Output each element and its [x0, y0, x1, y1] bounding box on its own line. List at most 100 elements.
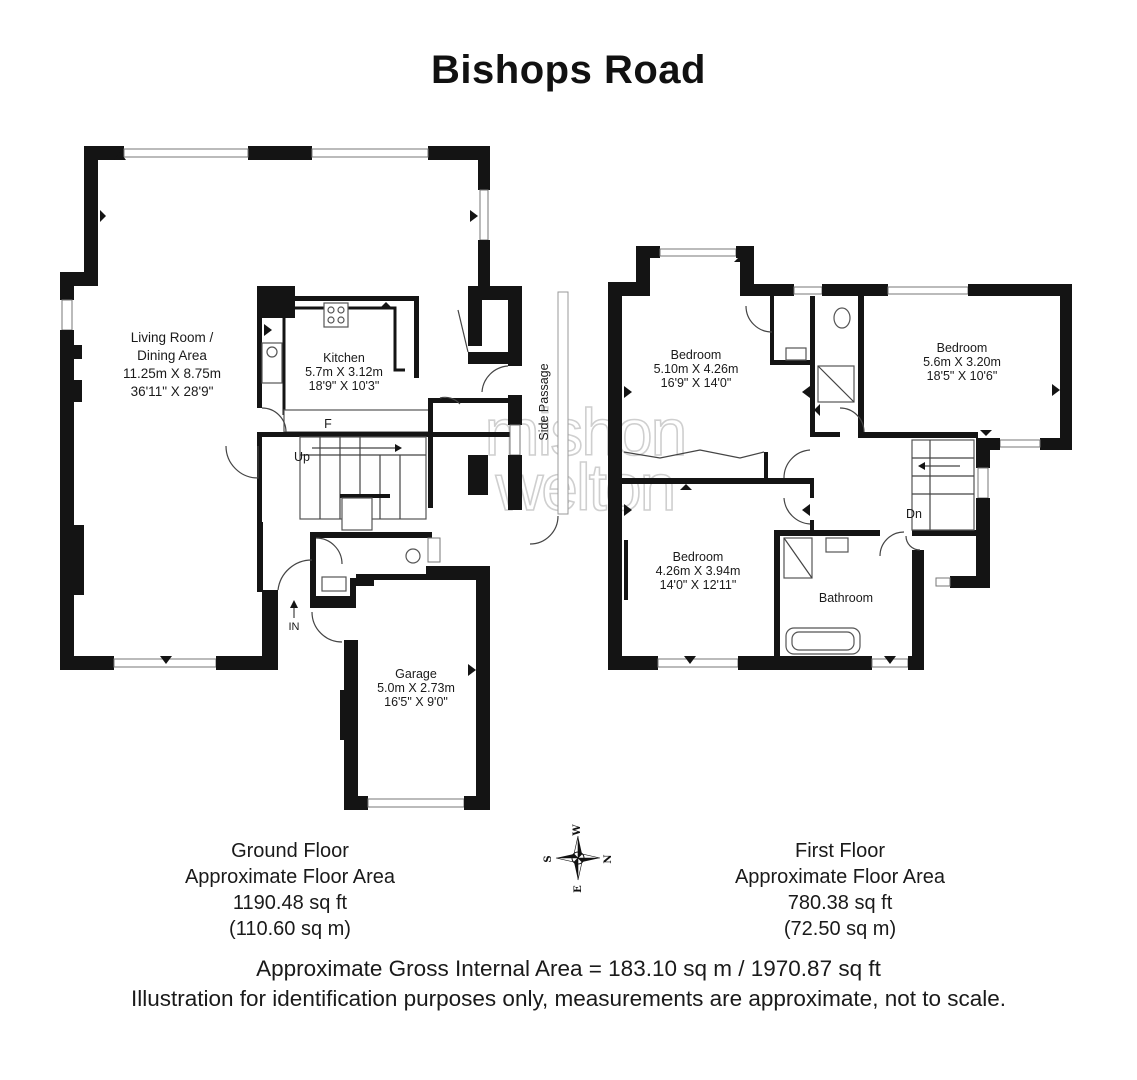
wall: [740, 284, 794, 296]
gross-area: Approximate Gross Internal Area = 183.10…: [256, 956, 881, 981]
wall: [468, 352, 522, 364]
wall: [257, 286, 295, 318]
bedroom1-door[interactable]: [783, 449, 811, 479]
wall: [468, 286, 482, 346]
page-title: Bishops Road: [431, 48, 706, 92]
wall: [476, 566, 490, 810]
wall: [310, 532, 432, 538]
wall: [912, 530, 978, 536]
first-floor-name: First Floor: [795, 840, 885, 862]
bedroom2-metric: 5.6m X 3.20m: [923, 355, 1001, 369]
compass-north: N: [603, 854, 614, 863]
ensuite-basin: [785, 347, 807, 361]
wall: [622, 478, 814, 484]
wall: [770, 360, 814, 365]
wall: [84, 146, 98, 278]
hob: [323, 302, 349, 328]
window: [887, 286, 969, 295]
first-floor-caption: Approximate Floor Area: [734, 866, 946, 888]
wall: [262, 590, 278, 670]
stairs-down-label: Dn: [906, 507, 922, 521]
wall: [340, 494, 390, 498]
disclaimer: Illustration for identification purposes…: [130, 986, 1007, 1011]
basin: [321, 576, 347, 592]
wall: [822, 284, 888, 296]
first-floor-sqft: 780.38 sq ft: [787, 892, 893, 914]
wall: [428, 146, 490, 160]
garage-metric: 5.0m X 2.73m: [377, 681, 455, 695]
side-passage-label: Side Passage: [537, 363, 551, 440]
first-floor-area: First Floor Approximate Floor Area 780.3…: [660, 838, 1020, 942]
wall: [478, 240, 490, 290]
fridge-label: F: [324, 417, 332, 431]
wall: [310, 532, 316, 608]
wall: [478, 146, 490, 190]
garage-label: Garage: [395, 667, 437, 681]
window: [935, 577, 951, 587]
wall: [248, 146, 312, 160]
utility-unit: [283, 409, 431, 433]
window: [659, 248, 737, 257]
wall: [60, 656, 114, 670]
wc-door[interactable]: [315, 537, 343, 565]
bedroom1-label: Bedroom: [671, 348, 722, 362]
ground-floor-sqm: (110.60 sq m): [229, 918, 351, 940]
garage-internal-door[interactable]: [311, 611, 343, 643]
window: [793, 286, 823, 295]
front-door[interactable]: [277, 559, 313, 591]
wall: [774, 530, 880, 536]
watermark-line2: welton: [495, 450, 675, 524]
rear-door[interactable]: [481, 365, 509, 393]
store-door[interactable]: [457, 309, 469, 353]
cupboard: [341, 497, 373, 531]
ground-floor-sqft: 1190.48 sq ft: [232, 892, 348, 914]
compass-east: E: [573, 885, 584, 893]
wall: [70, 380, 82, 402]
bathroom-door[interactable]: [879, 531, 905, 557]
wall: [968, 284, 1072, 296]
bedroom3-door[interactable]: [783, 497, 811, 525]
wall: [810, 478, 814, 498]
bedroom2-door[interactable]: [839, 407, 865, 433]
toilet: [405, 548, 421, 564]
first-stairs: [911, 439, 975, 531]
cupboard-door[interactable]: [439, 396, 461, 405]
kitchen-door[interactable]: [261, 407, 287, 433]
hall-door[interactable]: [225, 445, 259, 479]
bedroom1-metric: 5.10m X 4.26m: [654, 362, 739, 376]
wall: [740, 246, 754, 296]
bedroom1-imperial: 16'9" X 14'0": [661, 376, 732, 390]
wall: [950, 576, 990, 588]
wall: [262, 432, 428, 437]
side-passage-boundary: [557, 291, 569, 515]
wall: [344, 796, 368, 810]
wall: [810, 432, 840, 437]
ground-floor-name: Ground Floor: [231, 840, 349, 862]
wall: [770, 296, 774, 364]
wall: [60, 272, 74, 300]
window: [999, 439, 1041, 448]
passage-door[interactable]: [529, 515, 559, 545]
bedroom3-metric: 4.26m X 3.94m: [656, 564, 741, 578]
compass-rose: W N E S: [543, 824, 614, 893]
ground-floor-caption: Approximate Floor Area: [184, 866, 396, 888]
wall: [257, 296, 262, 408]
wall: [508, 480, 522, 510]
airing-cupboard-door[interactable]: [905, 535, 921, 551]
wall: [608, 282, 622, 670]
wall: [976, 498, 990, 588]
wall: [428, 398, 518, 403]
compass-west: W: [572, 824, 583, 837]
wall: [1060, 284, 1072, 450]
wall: [864, 432, 978, 438]
ground-floor-area: Ground Floor Approximate Floor Area 1190…: [110, 838, 470, 942]
wall: [428, 398, 433, 508]
wall: [414, 296, 419, 378]
bathroom-label: Bathroom: [819, 591, 873, 605]
entrance-label: IN: [289, 621, 300, 633]
ground-floor-plan: Living Room / Dining Area 11.25m X 8.75m…: [60, 146, 569, 810]
wall: [636, 246, 650, 296]
wardrobe-doors[interactable]: [623, 449, 765, 459]
ensuite-door[interactable]: [745, 305, 773, 333]
